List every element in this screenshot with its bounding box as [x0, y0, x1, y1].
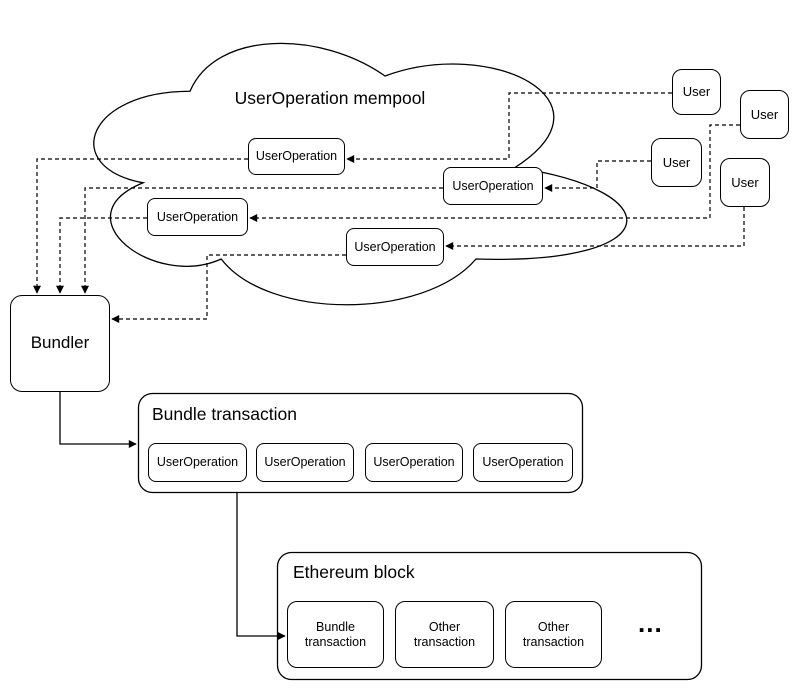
eth-bundle-transaction-node: Bundle transaction	[287, 601, 384, 668]
bundler-node: Bundler	[10, 295, 110, 392]
ethereum-block-title: Ethereum block	[293, 562, 415, 582]
bundle-useroperation-1: UserOperation	[148, 443, 247, 482]
user-2-to-useroperation-arrow	[249, 124, 740, 222]
bundle-useroperation-2: UserOperation	[256, 443, 354, 482]
bundler-to-bundle-transaction-arrow	[59, 392, 137, 448]
user-1-to-useroperation-arrow	[346, 92, 672, 163]
mempool-op-4-to-bundler-arrow	[111, 254, 346, 323]
eth-other-transaction-2: Other transaction	[505, 601, 602, 668]
mempool-op-3-to-bundler-arrow	[56, 217, 147, 294]
mempool-useroperation-4: UserOperation	[346, 228, 444, 266]
user-2: User	[740, 90, 789, 139]
user-1: User	[672, 69, 721, 115]
eth-other-transaction-1: Other transaction	[395, 601, 494, 668]
mempool-op-1-to-bundler-arrow	[33, 158, 248, 294]
mempool-title: UserOperation mempool	[234, 88, 426, 108]
ellipsis-label: ...	[638, 608, 663, 638]
user-3-to-useroperation-arrow	[544, 160, 651, 192]
bundle-useroperation-3: UserOperation	[365, 443, 463, 482]
user-4: User	[720, 158, 770, 207]
user-3: User	[651, 138, 702, 187]
user-4-to-useroperation-arrow	[445, 207, 745, 250]
bundle-transaction-container	[137, 392, 584, 494]
bundle-transaction-to-ethereum-block-arrow	[236, 493, 286, 640]
mempool-useroperation-2: UserOperation	[443, 167, 543, 205]
mempool-useroperation-1: UserOperation	[248, 138, 345, 175]
bundle-useroperation-4: UserOperation	[473, 443, 573, 482]
mempool-useroperation-3: UserOperation	[147, 198, 248, 236]
bundle-transaction-title: Bundle transaction	[152, 404, 297, 424]
mempool-op-2-to-bundler-arrow	[81, 187, 443, 294]
mempool-cloud	[93, 42, 628, 306]
